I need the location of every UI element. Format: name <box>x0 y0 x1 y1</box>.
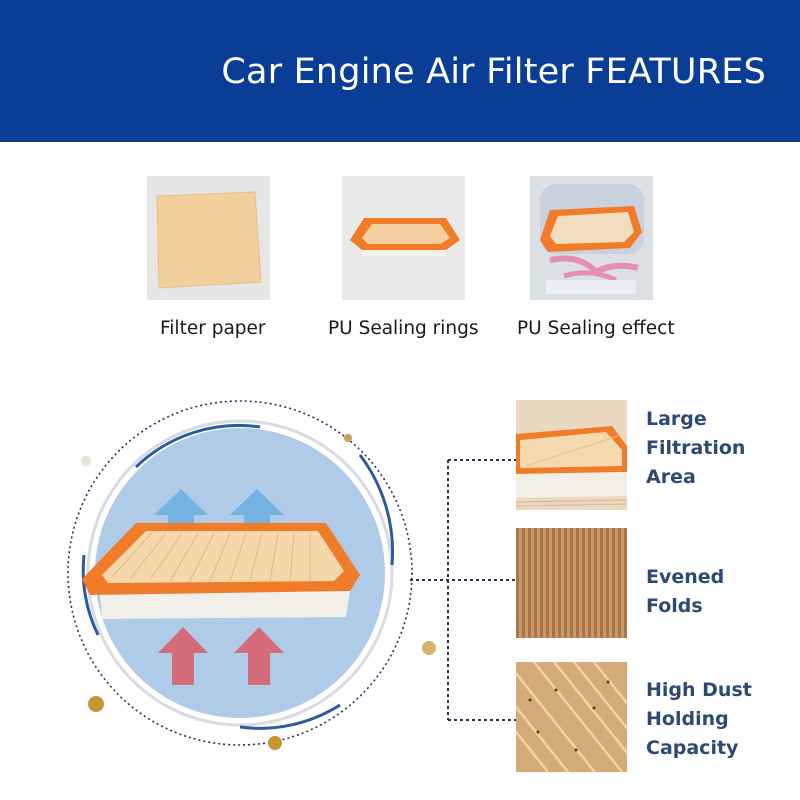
page-title: Car Engine Air Filter FEATURES <box>221 52 766 92</box>
caption-pu-sealing-effect: PU Sealing effect <box>517 318 675 339</box>
filter-corner-icon <box>516 400 627 510</box>
pu-sealing-ring-icon <box>342 176 465 300</box>
caption-filter-paper: Filter paper <box>160 318 266 339</box>
feature-evened-folds: Evened Folds <box>646 566 725 617</box>
air-filter-illustration <box>40 395 440 765</box>
feature-high-dust-holding-capacity: High Dust Holding Capacity <box>646 679 752 759</box>
sealing-effect-icon <box>530 176 653 300</box>
feature-large-filtration-area: Large Filtration Area <box>646 408 746 488</box>
pleated-folds-icon <box>516 528 627 638</box>
caption-pu-sealing-rings: PU Sealing rings <box>328 318 479 339</box>
dust-fibers-icon <box>516 662 627 772</box>
filter-paper-sheet-icon <box>147 176 270 300</box>
header-banner: Car Engine Air Filter FEATURES <box>0 0 800 142</box>
